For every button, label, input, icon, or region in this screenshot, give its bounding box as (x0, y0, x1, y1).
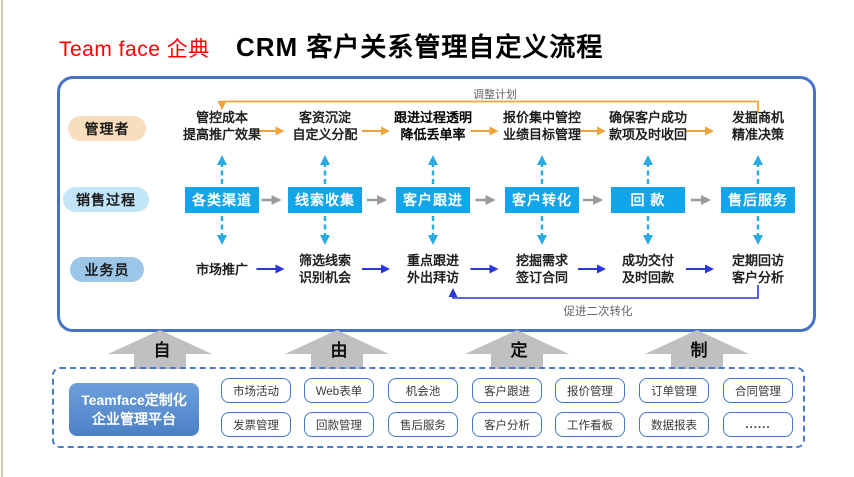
text-line: 款项及时收回 (608, 127, 687, 142)
text-line: Teamface定制化 (81, 392, 187, 409)
row-label-sales-process: 销售过程 (63, 187, 149, 212)
text-line: 筛选线索 (298, 253, 351, 269)
text-line: 及时回款 (621, 270, 674, 285)
worker-task-item: 成功交付 及时回款 (588, 251, 708, 289)
worker-task-item: 定期回访 客户分析 (698, 251, 818, 289)
manager-benefit-item: 客资沉淀 自定义分配 (265, 108, 385, 146)
text-line: 提高推广效果 (182, 127, 261, 142)
stage-button-lead-collection: 线索收集 (288, 187, 362, 213)
left-edge-accent (1, 0, 3, 477)
module-chip: 客户跟进 (472, 378, 542, 403)
stage-button-follow-up: 客户跟进 (396, 187, 470, 213)
stage-button-after-sales: 售后服务 (721, 187, 795, 213)
worker-task-item: 市场推广 (162, 251, 282, 289)
worker-task-item: 挖掘需求 签订合同 (482, 251, 602, 289)
text-line: 外出拜访 (406, 270, 459, 285)
platform-panel (52, 367, 805, 448)
module-chip: 发票管理 (221, 412, 291, 437)
text-line: 签订合同 (515, 270, 568, 285)
platform-brand-card: Teamface定制化 企业管理平台 (69, 383, 199, 436)
adjust-plan-label: 调整计划 (473, 89, 517, 101)
text-line: 客资沉淀 (298, 110, 351, 126)
text-line: 报价集中管控 (502, 110, 581, 126)
module-chip-more: ...... (723, 412, 793, 437)
worker-task-item: 筛选线索 识别机会 (265, 251, 385, 289)
text-line: 业绩目标管理 (502, 127, 581, 142)
module-chip: 合同管理 (723, 378, 793, 403)
flow-panel (57, 76, 816, 332)
stage-button-payment: 回 款 (611, 187, 685, 213)
module-chip: 售后服务 (388, 412, 458, 437)
stage-button-channels: 各类渠道 (185, 187, 259, 213)
block-arrow-char: 自 (153, 341, 171, 360)
row-label-manager: 管理者 (68, 116, 146, 141)
module-chip: 工作看板 (555, 412, 625, 437)
block-arrow-char: 由 (330, 341, 348, 360)
text-line: 精准决策 (731, 127, 784, 142)
text-line: 市场推广 (195, 261, 248, 277)
module-chip: 订单管理 (639, 378, 709, 403)
text-line: 跟进过程透明 (393, 110, 472, 126)
text-line: 重点跟进 (406, 253, 459, 269)
text-line: 管控成本 (195, 110, 248, 126)
manager-benefit-item: 管控成本 提高推广效果 (162, 108, 282, 146)
text-line: 自定义分配 (292, 127, 358, 142)
text-line: 挖掘需求 (515, 253, 568, 269)
manager-benefit-item: 发掘商机 精准决策 (698, 108, 818, 146)
page-title: CRM 客户关系管理自定义流程 (236, 32, 604, 62)
repeat-conversion-label: 促进二次转化 (563, 306, 633, 318)
manager-benefit-item: 报价集中管控 业绩目标管理 (482, 108, 602, 146)
text-line: 确保客户成功 (608, 110, 687, 126)
manager-benefit-item: 确保客户成功 款项及时收回 (588, 108, 708, 146)
text-line: 定期回访 (731, 253, 784, 269)
worker-task-item: 重点跟进 外出拜访 (373, 251, 493, 289)
text-line: 企业管理平台 (92, 410, 176, 427)
text-line: 客户分析 (731, 270, 784, 285)
module-chip: 数据报表 (639, 412, 709, 437)
module-chip: 市场活动 (221, 378, 291, 403)
module-chip: 机会池 (388, 378, 458, 403)
stage-button-conversion: 客户转化 (505, 187, 579, 213)
block-arrows (108, 330, 749, 369)
module-chip: 回款管理 (304, 412, 374, 437)
manager-benefit-item: 跟进过程透明 降低丢单率 (373, 108, 493, 146)
row-label-salesperson: 业务员 (70, 257, 144, 282)
text-line: 降低丢单率 (400, 127, 466, 142)
text-line: 发掘商机 (731, 110, 784, 126)
block-arrow-char: 定 (510, 341, 528, 360)
module-chip: Web表单 (304, 378, 374, 403)
brand-text: Team face 企典 (59, 38, 210, 61)
text-line: 识别机会 (298, 270, 351, 285)
module-chip: 报价管理 (555, 378, 625, 403)
block-arrow-char: 制 (690, 341, 708, 360)
text-line: 成功交付 (621, 253, 674, 269)
module-chip: 客户分析 (472, 412, 542, 437)
